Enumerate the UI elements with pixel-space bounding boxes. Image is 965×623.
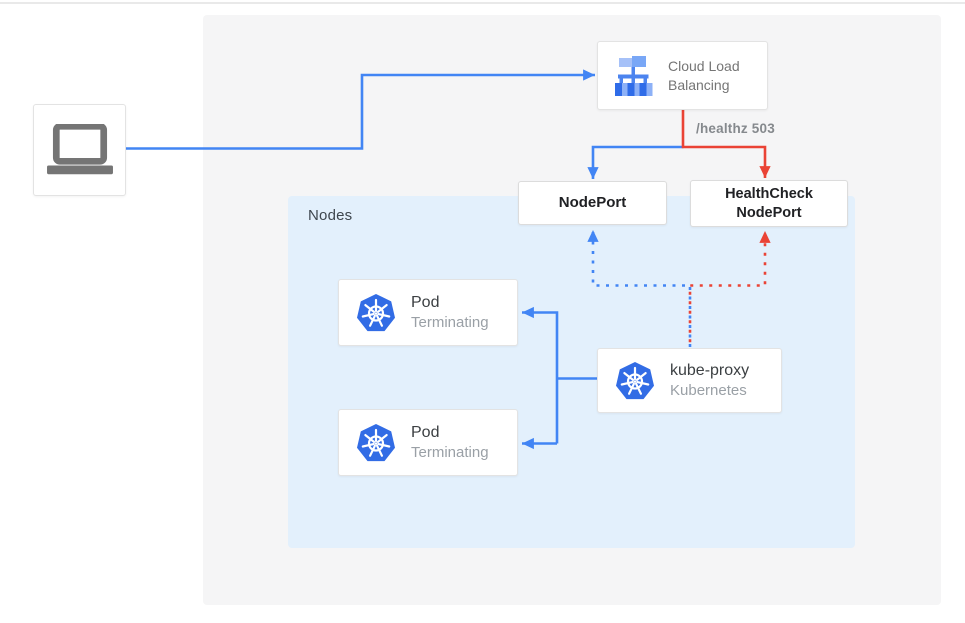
pod-title: Pod	[411, 294, 440, 311]
nodes-panel-label: Nodes	[308, 207, 353, 224]
kube-proxy-title: kube-proxy	[670, 362, 750, 379]
cloud-load-balancing-label: Cloud Load Balancing	[668, 57, 740, 93]
client-node	[33, 104, 126, 196]
laptop-icon	[46, 124, 114, 176]
pod-status: Terminating	[411, 314, 489, 331]
nodeport-node: NodePort	[518, 181, 667, 225]
healthcheck-nodeport-node: HealthCheck NodePort	[690, 180, 848, 227]
kube-proxy-subtitle: Kubernetes	[670, 382, 747, 399]
healthcheck-nodeport-label: HealthCheck NodePort	[725, 185, 813, 221]
load-balancer-icon	[611, 55, 655, 96]
kubernetes-icon	[356, 423, 396, 463]
kubernetes-icon	[615, 361, 655, 401]
pod-node-1: Pod Terminating	[338, 279, 518, 346]
cloud-load-balancing-node: Cloud Load Balancing	[597, 41, 768, 110]
nodeport-label: NodePort	[558, 194, 627, 212]
pod-status: Terminating	[411, 444, 489, 461]
top-divider	[0, 2, 965, 4]
healthz-edge-label: /healthz 503	[696, 121, 775, 136]
kube-proxy-node: kube-proxy Kubernetes	[597, 348, 782, 413]
kubernetes-icon	[356, 293, 396, 333]
pod-node-2: Pod Terminating	[338, 409, 518, 476]
pod-title: Pod	[411, 424, 440, 441]
